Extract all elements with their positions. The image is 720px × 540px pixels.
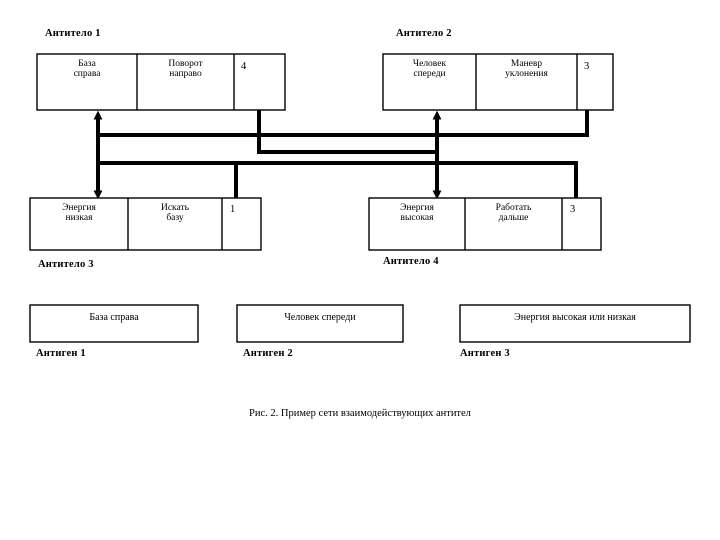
antibody-3-action-line2: базу [166, 213, 184, 223]
antibody-4-action-line2: дальше [498, 213, 529, 223]
antibody-3-label: Антитело 3 [38, 259, 94, 270]
antibody-2-action: Маневр уклонения [476, 59, 577, 79]
antibody-1-action-line2: направо [169, 69, 202, 79]
antibody-2-condition-line2: спереди [413, 69, 446, 79]
antibody-2-action-line1: Маневр [510, 59, 543, 69]
antibody-1-box [36, 53, 286, 111]
antibody-4-condition-line1: Энергия [400, 203, 434, 213]
antigen-3-text: Энергия высокая или низкая [514, 312, 636, 323]
antibody-2-condition-line1: Человек [412, 59, 447, 69]
antibody-1-action-line1: Поворот [168, 59, 203, 69]
antibody-2-action-line2: уклонения [505, 69, 548, 79]
antigen-2-label: Антиген 2 [243, 348, 293, 359]
antibody-4-action-line1: Работать [495, 203, 532, 213]
antibody-4-box [368, 197, 602, 251]
link-ab3-to-ab2 [234, 161, 437, 198]
antibody-1-action: Поворот направо [137, 59, 234, 79]
antigen-1-text: База справа [89, 312, 139, 323]
antibody-3-action-line1: Искать [160, 203, 189, 213]
antibody-2-strength: 3 [584, 61, 590, 72]
link-ab4-to-ab3 [96, 161, 578, 198]
antibody-1-label: Антитело 1 [45, 28, 101, 39]
antibody-3-action: Искать базу [128, 203, 222, 223]
antigen-2-text: Человек спереди [284, 312, 356, 323]
figure-caption: Рис. 2. Пример сети взаимодействующих ан… [249, 408, 471, 419]
antibody-4-label: Антитело 4 [383, 256, 439, 267]
antibody-2-condition: Человек спереди [383, 59, 476, 79]
antibody-1-condition-line2: справа [73, 69, 101, 79]
antibody-2-box [382, 53, 614, 111]
antibody-3-condition-line2: низкая [65, 213, 93, 223]
antigen-3-box [459, 304, 691, 343]
antibody-4-condition: Энергия высокая [369, 203, 465, 223]
antibody-3-box [29, 197, 262, 251]
antibody-1-strength: 4 [241, 61, 247, 72]
antibody-4-strength: 3 [570, 204, 576, 215]
antigen-3-label: Антиген 3 [460, 348, 510, 359]
link-ab2-to-ab1 [96, 110, 589, 137]
antibody-3-condition-line1: Энергия [62, 203, 96, 213]
antibody-3-condition: Энергия низкая [30, 203, 128, 223]
antigen-1-box [29, 304, 199, 343]
link-ab1-to-ab2 [257, 110, 437, 154]
antibody-1-condition-line1: База [78, 59, 96, 69]
antibody-4-condition-line2: высокая [400, 213, 434, 223]
antigen-1-label: Антиген 1 [36, 348, 86, 359]
antibody-2-label: Антитело 2 [396, 28, 452, 39]
antibody-4-action: Работать дальше [465, 203, 562, 223]
antigen-2-box [236, 304, 404, 343]
connector-network [96, 110, 589, 198]
antibody-1-condition: База справа [37, 59, 137, 79]
antibody-3-strength: 1 [230, 204, 236, 215]
antigen-boxes [29, 304, 691, 343]
connector-arrowheads [93, 110, 442, 200]
